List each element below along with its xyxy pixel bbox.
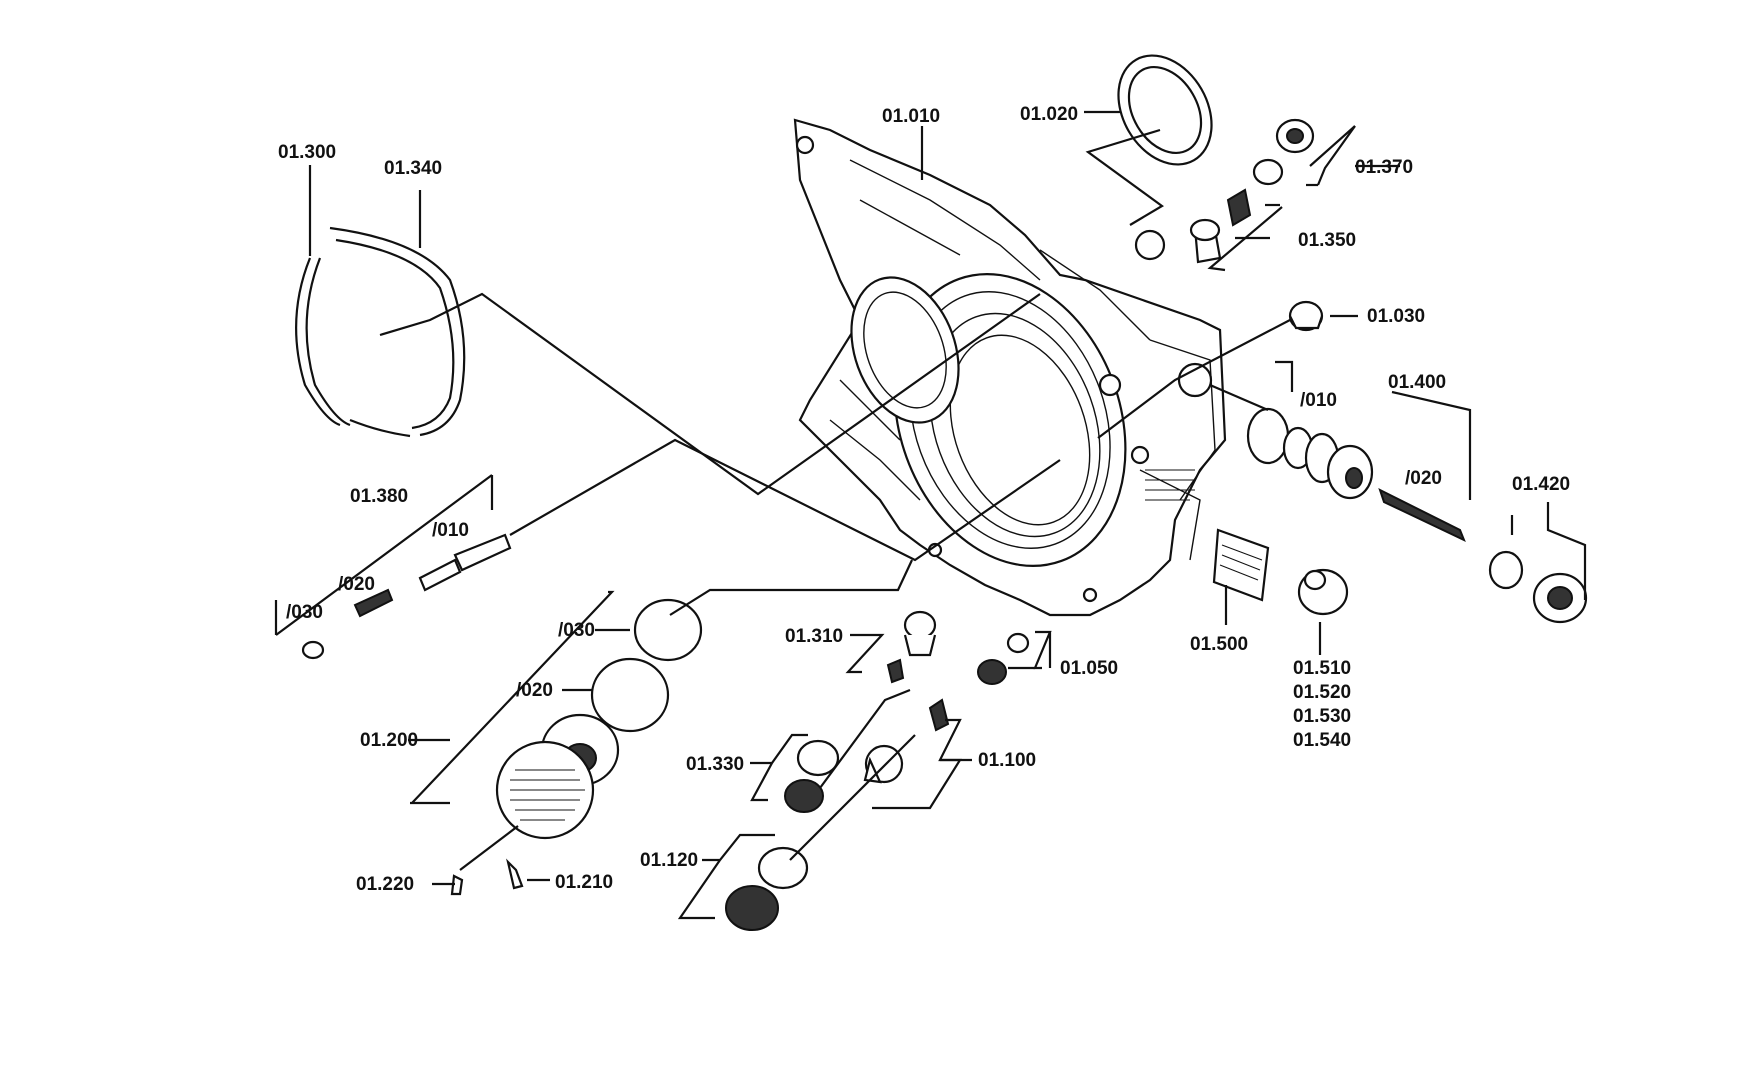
label-01-380-010: /010 [432,520,469,541]
label-01-540: 01.540 [1293,730,1351,751]
plug-01-050 [977,632,1030,685]
plate-01-500 [1212,528,1270,602]
label-01-010: 01.010 [882,106,940,127]
screw-01-220 [450,874,464,896]
plug-01-310 [886,610,937,684]
seal-ring-01-020 [1117,54,1213,166]
label-01-200: 01.200 [360,730,418,751]
label-01-030: 01.030 [1367,306,1425,327]
plug-01-420 [1488,550,1588,624]
label-01-100: 01.100 [978,750,1036,771]
snap-ring-01-300 [295,257,351,427]
label-01-510: 01.510 [1293,658,1351,679]
label-01-400: 01.400 [1388,372,1446,393]
plug-01-330 [784,739,840,813]
filter-01-200 [495,598,703,840]
label-01-210: 01.210 [555,872,613,893]
label-01-500: 01.500 [1190,634,1248,655]
label-01-380: 01.380 [350,486,408,507]
plug-01-120 [725,846,809,931]
bushing-01-030 [1288,300,1324,332]
label-01-020: 01.020 [1020,104,1078,125]
label-01-400-020: /020 [1405,468,1442,489]
leader-lines [274,110,1587,920]
label-01-530: 01.530 [1293,706,1351,727]
spool-01-400 [1246,407,1466,542]
label-01-300: 01.300 [278,142,336,163]
label-01-380-020: /020 [338,574,375,595]
housing-01-010 [793,118,1227,617]
screw-01-210 [506,858,524,890]
label-01-200-020: /020 [516,680,553,701]
label-01-220: 01.220 [356,874,414,895]
valve-01-380 [301,533,512,660]
label-01-050: 01.050 [1060,658,1118,679]
label-01-340: 01.340 [384,158,442,179]
label-01-350: 01.350 [1298,230,1356,251]
valve-01-100 [863,698,950,784]
label-01-400-010: /010 [1300,390,1337,411]
callout-labels: 01.010 01.020 01.370 01.350 01.030 01.40… [278,104,1570,895]
label-01-310: 01.310 [785,626,843,647]
label-01-120: 01.120 [640,850,698,871]
plug-01-370 [1252,118,1315,186]
label-01-520: 01.520 [1293,682,1351,703]
label-01-200-030: /030 [558,620,595,641]
label-01-420: 01.420 [1512,474,1570,495]
label-01-370: 01.370 [1355,157,1413,178]
plug-01-510 [1297,568,1349,616]
spring-01-350 [1189,188,1252,264]
label-01-330: 01.330 [686,754,744,775]
label-01-380-030: /030 [286,602,323,623]
snap-ring-01-340 [329,226,466,438]
